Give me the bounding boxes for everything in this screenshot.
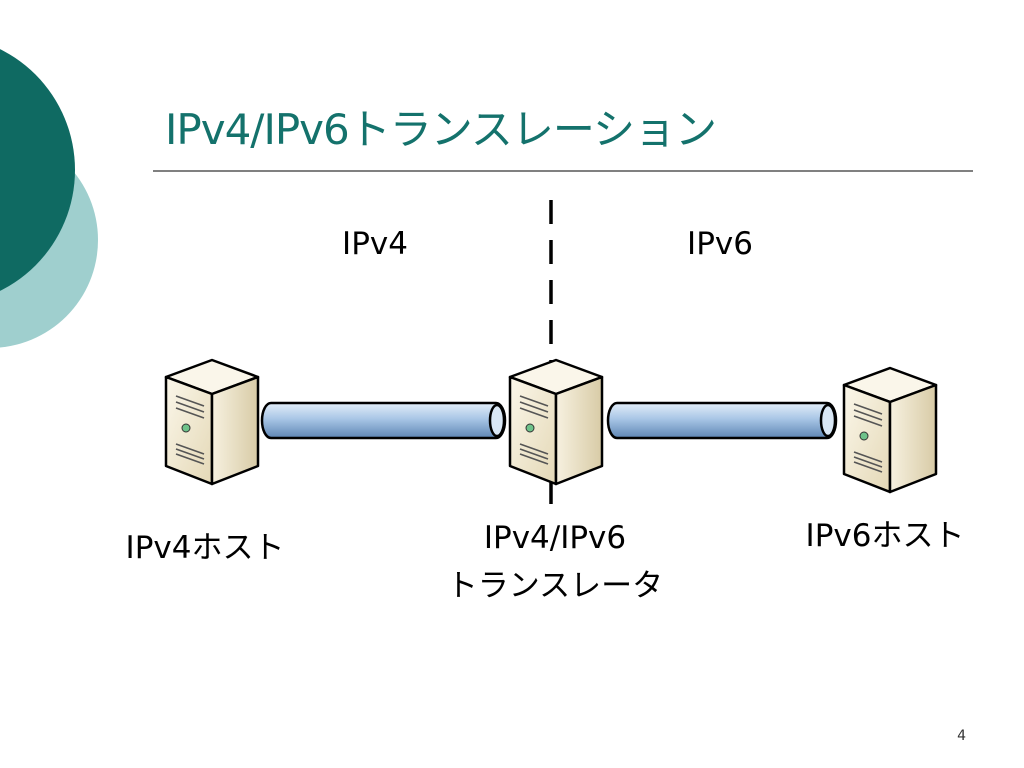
zone-label-ipv4: IPv4: [342, 226, 408, 262]
pipe-ipv6-link: [606, 401, 838, 440]
translator-label-line2: トランスレータ: [446, 568, 664, 604]
server-icon-ipv6-host: [842, 366, 938, 494]
slide-title: IPv4/IPv6トランスレーション: [165, 105, 717, 154]
page-number: 4: [957, 728, 966, 744]
node-label-ipv4-host: IPv4ホスト: [125, 530, 285, 566]
decor-circle-dark: [0, 49, 75, 291]
server-icon-ipv4-host: [164, 358, 260, 486]
zone-label-ipv6: IPv6: [687, 226, 753, 262]
node-label-ipv6-host: IPv6ホスト: [805, 518, 965, 554]
node-label-translator: IPv4/IPv6 トランスレータ: [405, 514, 705, 610]
pipe-ipv4-link: [260, 401, 507, 440]
translator-label-line1: IPv4/IPv6: [483, 520, 627, 556]
server-icon-translator: [508, 358, 604, 486]
